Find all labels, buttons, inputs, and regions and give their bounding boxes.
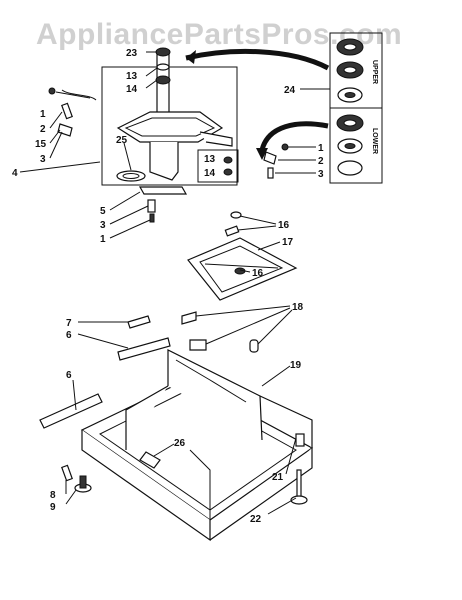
callout-18: 18 [292,302,304,313]
callout-8: 8 [50,490,56,501]
callout-1-mid: 1 [100,234,106,245]
base-frame [61,349,314,542]
callout-25: 25 [116,135,128,146]
transmission-assembly [101,47,239,186]
lower-label: LOWER [371,128,378,154]
callout-2-left: 2 [40,124,46,135]
side-inset [197,149,239,183]
callout-16-lower: 16 [252,268,264,279]
lower-pointer-arrow [259,121,329,151]
seal-kit-inset: UPPER LOWER [185,32,383,184]
callout-26: 26 [174,438,186,449]
callout-5: 5 [100,206,106,217]
leg-22 [296,469,302,499]
callout-17: 17 [282,237,294,248]
callout-14-side: 14 [204,168,216,179]
drive-arm [199,131,233,147]
callout-7: 7 [66,318,72,329]
callout-1-left: 1 [40,109,46,120]
callout-13-upper: 13 [126,71,138,82]
callout-1-right: 1 [318,143,324,154]
callout-23: 23 [126,48,138,59]
gearbox-housing [116,111,224,143]
frame-upright [167,349,263,441]
leader-lines [19,51,330,515]
callout-14-upper: 14 [126,84,138,95]
callout-6-upper: 6 [66,330,72,341]
callout-24: 24 [284,85,296,96]
callout-21: 21 [272,472,284,483]
upper-label: UPPER [371,60,378,84]
callout-19: 19 [290,360,302,371]
seal-14 [155,75,171,85]
callout-3-mid: 3 [100,220,106,231]
callout-numbers: 23 13 14 1 2 15 3 4 25 5 3 1 24 1 2 3 13… [12,48,324,525]
suspension-pad [187,211,298,301]
bracket-5 [138,186,188,223]
callout-6-lower: 6 [66,370,72,381]
callout-13-side: 13 [204,154,216,165]
shaft-cap [155,47,171,57]
callout-9: 9 [50,502,56,513]
lower-bearing [337,160,363,176]
upper-pointer-arrow [185,48,330,71]
callout-15: 15 [35,139,47,150]
pulley [116,170,146,182]
gearbox-lower [149,142,179,181]
callout-4: 4 [12,168,18,179]
right-fasteners [263,143,289,179]
callout-3-right: 3 [318,169,324,180]
callout-3-left: 3 [40,154,46,165]
callout-16-upper: 16 [278,220,290,231]
callout-2-right: 2 [318,156,324,167]
left-fasteners [48,87,97,137]
seal-13 [156,63,170,71]
callout-22: 22 [250,514,262,525]
mounting-brackets [39,311,259,429]
